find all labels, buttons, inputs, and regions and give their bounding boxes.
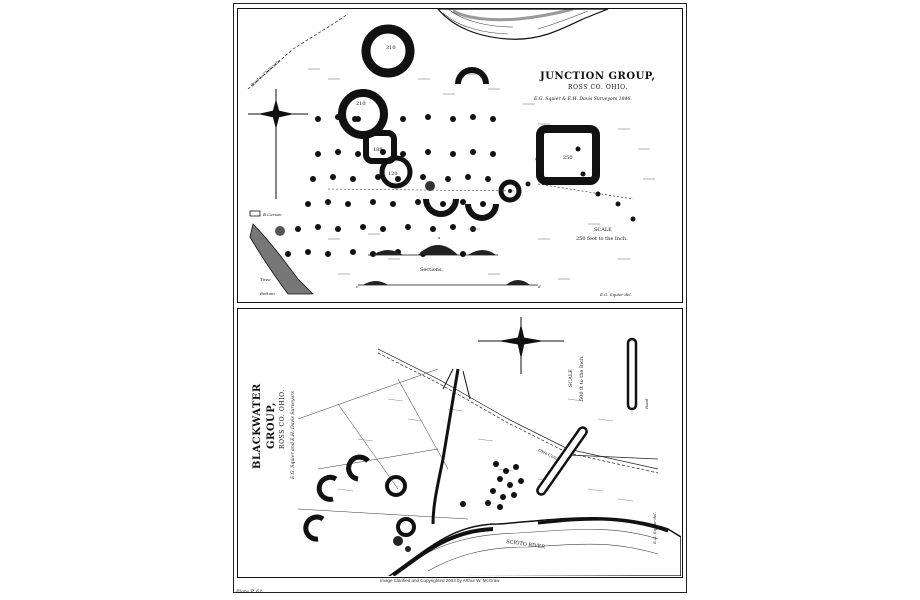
compass-rose-icon (248, 89, 308, 199)
blackwater-map-drawing: BLACKWATER GROUP, ROSS CO. OHIO. E.G. Sq… (252, 317, 682, 578)
embankment-vertical (626, 337, 638, 411)
junction-group-map: Road to Chillicothe (237, 7, 683, 303)
blackwater-surveyors: E.G. Squier and E.H. Davis Surveyors (290, 391, 296, 480)
blackwater-enclosures (303, 454, 416, 552)
square-enclosure-large: 250 (536, 125, 634, 200)
bottom-label-1: Tiree (260, 277, 271, 282)
canal-lines (377, 348, 659, 474)
legend-label: B.Carson (262, 212, 282, 217)
blackwater-signature: E.G. Squier del. (652, 512, 657, 545)
section-mark-c: c (356, 284, 359, 289)
bottom-label-2: Bottom (259, 291, 275, 296)
scioto-river: SCIOTO RIVER (385, 516, 682, 578)
circle-enclosure-left: 210 (338, 89, 388, 139)
junction-scale-label: SCALE (594, 227, 612, 233)
mound-label-4: 120 (388, 171, 398, 177)
mound-label-2: 210 (356, 101, 366, 107)
grass-hatching (308, 68, 655, 280)
section-profile-2: c d (356, 280, 541, 289)
road-chillicothe-label: Road to Chillicothe (249, 58, 282, 89)
legend-swatch (249, 210, 261, 217)
blackwater-county: ROSS CO. OHIO. (279, 389, 286, 449)
junction-signature: E.G. Squier del. (599, 292, 632, 297)
blackwater-group-map: BLACKWATER GROUP, ROSS CO. OHIO. E.G. Sq… (237, 308, 683, 578)
section-mark-d: d (538, 284, 541, 289)
sections-label: Sections. (420, 267, 444, 273)
junction-map-drawing: Road to Chillicothe (247, 7, 656, 297)
blackwater-title-2: GROUP, (266, 402, 277, 449)
terrain-hatching (337, 398, 634, 502)
page-frame (233, 3, 687, 593)
mound-label-1: 310 (386, 45, 396, 51)
blackwater-scale-label: SCALE (568, 369, 574, 387)
field-boundaries (297, 368, 469, 520)
circle-enclosure-middle: 120 (379, 155, 413, 189)
mound-label-5: 250 (563, 155, 573, 161)
junction-county: ROSS CO. OHIO. (568, 84, 628, 91)
tree-cluster (460, 461, 524, 510)
junction-title: JUNCTION GROUP, (539, 71, 656, 82)
road-label: Road (644, 398, 649, 410)
junction-scale-value: 250 feet to the Inch. (576, 236, 628, 242)
compass-rose-icon (478, 317, 564, 374)
section-profile-1: a (368, 235, 498, 256)
plate-number: Plate P. 61 (236, 589, 263, 595)
river-label: SCIOTO RIVER (506, 539, 546, 550)
blackwater-scale-value: 500 ft to the Inch. (579, 355, 585, 401)
stream (431, 368, 460, 525)
crescent-enclosures (423, 179, 522, 221)
section-mark-a: a (438, 235, 441, 240)
blackwater-title-1: BLACKWATER (252, 383, 263, 469)
embankment-diagonal (536, 426, 588, 496)
junction-surveyors: E.G. Squier & E.H. Davis Surveyors 1846. (533, 96, 632, 102)
circle-enclosure-large: 310 (361, 24, 415, 78)
copyright-credit: Image Clarified and Copyrighted 2003 by … (380, 578, 500, 583)
mound-label-3: 188 (373, 147, 383, 153)
square-enclosure-small: 188 (363, 130, 397, 164)
horseshoe-enclosure-top (455, 67, 489, 85)
